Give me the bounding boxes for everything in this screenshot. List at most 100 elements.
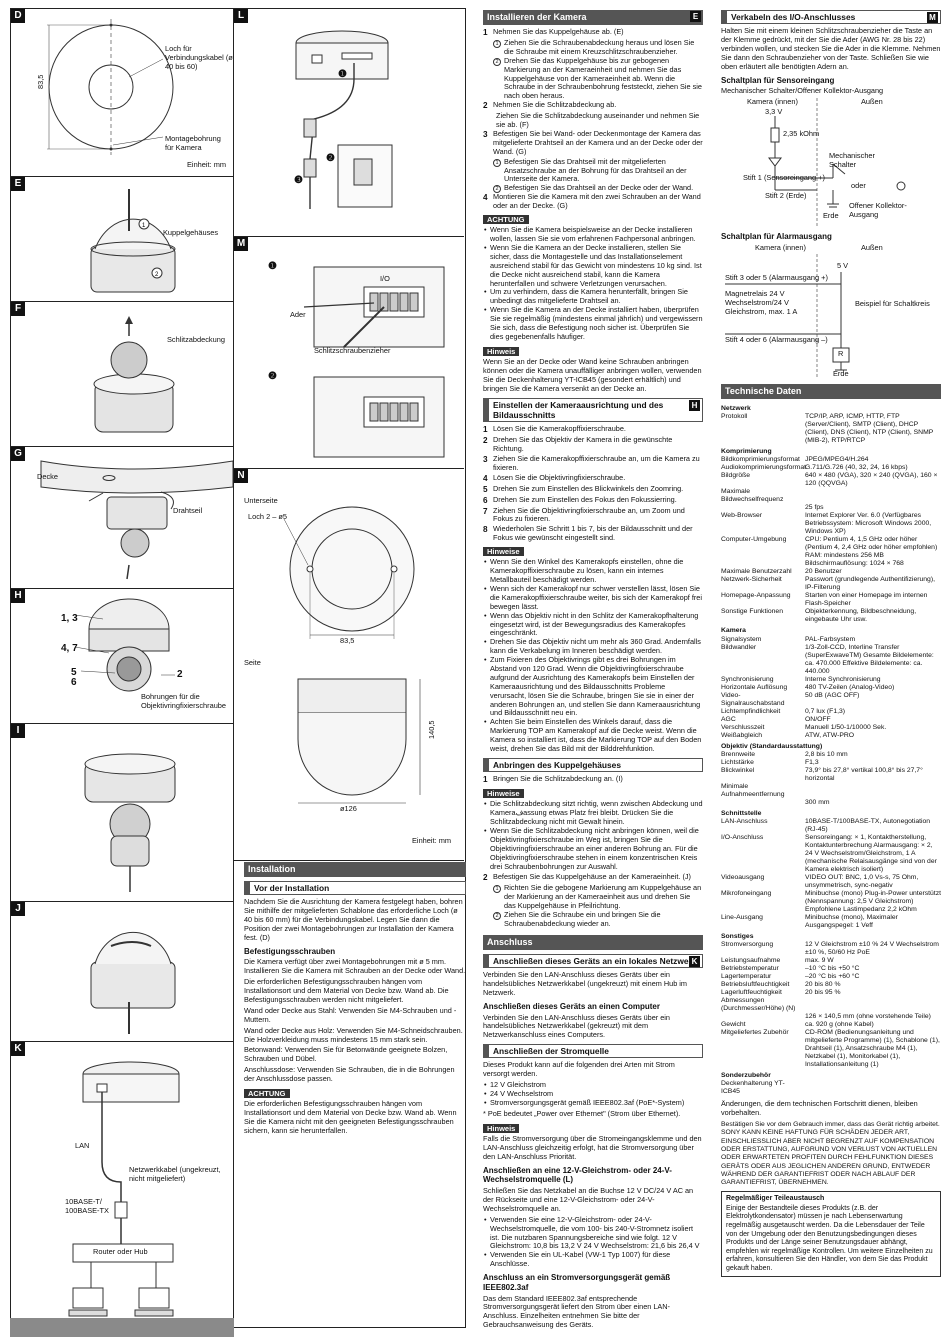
spec-value: Starten von einer Homepage im internen F… bbox=[805, 592, 928, 608]
note-item: Zum Fixieren des Objektivrings gibt es d… bbox=[483, 655, 703, 718]
spec-value: PAL-Farbsystem bbox=[805, 635, 856, 643]
spec-label: Betriebsluftfeuchtigkeit bbox=[721, 981, 790, 989]
spec-value: Manuell 1/50-1/10000 Sek. bbox=[805, 723, 887, 731]
spec-value: 640 × 480 (VGA), 320 × 240 (QVGA), 160 ×… bbox=[805, 472, 938, 488]
substep-text: Befestigen Sie das Drahtseil an der Deck… bbox=[504, 183, 694, 193]
spec-value: 20 Benutzer bbox=[805, 568, 842, 576]
spec-value: Minibuchse (mono) Plug-in-Power unterstü… bbox=[805, 889, 941, 914]
step-ref-4-7: 4, 7 bbox=[61, 643, 78, 654]
lan-heading: Anschließen dieses Geräts an ein lokales… bbox=[483, 953, 703, 969]
figure-label: M bbox=[234, 237, 248, 251]
sensor-circuit-heading: Schaltplan für Sensoreingang bbox=[721, 75, 835, 85]
attach-dome-heading: Anbringen des Kuppelgehäuses bbox=[483, 757, 703, 773]
figure-i: I bbox=[11, 724, 233, 902]
dc-ac-list: Verwenden Sie eine 12-V-Gleichstrom- ode… bbox=[483, 1215, 703, 1269]
open-collector-label: Offener Kollektor-Ausgang bbox=[849, 201, 907, 220]
adjust-notes-list: Wenn Sie den Winkel des Kamerakopfs eins… bbox=[483, 557, 703, 754]
spec-label: Web-Browser bbox=[721, 512, 763, 520]
router-label: Router oder Hub bbox=[93, 1247, 148, 1256]
figure-e: E 1 2 Kuppelgehäuses bbox=[11, 177, 233, 302]
resistor-label: R bbox=[838, 349, 844, 359]
step-ref-1-3: 1, 3 bbox=[61, 613, 78, 624]
spec-value: 73,9° bis 27,8° vertikal 100,8° bis 27,7… bbox=[805, 766, 923, 782]
alarm-circuit-heading: Schaltplan für Alarmausgang bbox=[721, 232, 832, 242]
spec-value: max. 9 W bbox=[805, 957, 834, 965]
figure-label: N bbox=[234, 469, 248, 483]
caution-item: Wenn Sie die Kamera beispielsweise an de… bbox=[483, 225, 703, 244]
spec-group-heading: Komprimierung bbox=[721, 448, 772, 456]
spec-value: ATW, ATW-PRO bbox=[805, 731, 855, 739]
network-cable-label: Netzwerkkabel (ungekreuzt, nicht mitgeli… bbox=[129, 1165, 221, 1183]
figure-label: H bbox=[11, 589, 25, 603]
step-text: Nehmen Sie die Schlitzabdeckung ab. bbox=[493, 100, 617, 110]
pin1-label: Stift 1 (Sensoreingang +) bbox=[743, 173, 825, 183]
notes-callout-2: Hinweise bbox=[483, 789, 524, 799]
figure-label: F bbox=[11, 302, 25, 316]
power-heading: Anschließen der Stromquelle bbox=[483, 1044, 703, 1059]
note-item: Wenn das Objektiv nicht in den Schlitz d… bbox=[483, 611, 703, 639]
spec-label: Horizontale Auflösung bbox=[721, 683, 788, 691]
caution-item: Wenn Sie die Kamera an der Decke install… bbox=[483, 305, 703, 342]
spec-value: 20 bis 80 % bbox=[805, 981, 841, 989]
spec-value bbox=[805, 1080, 941, 1096]
box-title: Regelmäßiger Teileaustausch bbox=[726, 1195, 825, 1203]
spec-label: Bildkomprimierungsformat bbox=[721, 456, 800, 464]
spec-value: 10BASE-T/100BASE-TX, Autonegotiation (RJ… bbox=[805, 817, 931, 833]
figures-left: D Loch für Verbindungskabel (ø 40 bis 60… bbox=[10, 8, 234, 1328]
spec-label: Lagerluftfeuchtigkeit bbox=[721, 989, 782, 997]
step-text: Montieren Sie die Kamera mit den zwei Sc… bbox=[493, 192, 701, 211]
substep-text: Ziehen Sie die Schraube ein und bringen … bbox=[504, 910, 661, 928]
bottom-label: Unterseite bbox=[244, 496, 278, 505]
spec-value: 480 TV-Zeilen (Analog-Video) bbox=[805, 683, 895, 691]
computer-heading: Anschließen dieses Geräts an einen Compu… bbox=[483, 1001, 660, 1011]
relay-label: Magnetrelais 24 V Wechselstrom/24 V Glei… bbox=[725, 289, 798, 316]
spec-value: 2,8 bis 10 mm bbox=[805, 750, 848, 758]
heading-text: Anschließen dieses Geräts an ein lokales… bbox=[493, 955, 697, 966]
figure-k: K LAN Netzwerkkabel (ungekreuzt, nicht m… bbox=[11, 1042, 233, 1329]
substep-text: Richten Sie die gebogene Markierung am K… bbox=[504, 883, 702, 911]
figure-label: I bbox=[11, 724, 25, 738]
pin2-label: Stift 2 (Erde) bbox=[765, 191, 807, 201]
figure-tag: M bbox=[927, 12, 938, 23]
spec-value: Objekterkennung, Bildbeschneidung, einge… bbox=[805, 608, 917, 624]
spec-label: Deckenhalterung YT-ICB45 bbox=[721, 1080, 785, 1096]
power-options-list: 12 V Gleichstrom24 V WechselstromStromve… bbox=[483, 1080, 703, 1108]
substep-2a: Ziehen Sie die Schlitzabdeckung auseinan… bbox=[493, 111, 703, 130]
svg-text:2: 2 bbox=[155, 272, 159, 278]
figure-g: G Decke Drahtseil bbox=[11, 447, 233, 589]
spec-label: Mitgeliefertes Zubehör bbox=[721, 1029, 789, 1037]
marker-2: ❷ bbox=[268, 371, 277, 382]
spec-label: Video-Signalrauschabstand bbox=[721, 691, 785, 707]
footer-bar bbox=[10, 1318, 234, 1337]
io-label: I/O bbox=[380, 274, 390, 283]
note-callout: Hinweis bbox=[483, 346, 520, 356]
figures-middle: L ❶ ❷ ❸ M ❶ Ader Schlitzschraubenzieher … bbox=[234, 8, 466, 1328]
spec-label bbox=[721, 1013, 803, 1021]
power-option: 24 V Wechselstrom bbox=[483, 1089, 703, 1099]
note-text: Wenn Sie an der Decke oder Wand keine Sc… bbox=[483, 356, 702, 393]
spec-label: Weißabgleich bbox=[721, 731, 763, 739]
spec-label: Lichtstärke bbox=[721, 758, 754, 766]
ground-label: Erde bbox=[823, 211, 839, 221]
spec-value: TCP/IP, ARP, ICMP, HTTP, FTP (Server/Cli… bbox=[805, 413, 934, 445]
substep-text: Ziehen Sie die Schraubenabdeckung heraus… bbox=[504, 37, 695, 56]
power-option: Stromversorgungsgerät gemäß IEEE802.3af … bbox=[483, 1098, 703, 1108]
dome-label: Kuppelgehäuses bbox=[163, 228, 219, 237]
figure-f: F Schlitzabdeckung bbox=[11, 302, 233, 447]
step-text: Befestigen Sie bei Wand- oder Deckenmont… bbox=[493, 128, 703, 156]
spec-value: VIDEO OUT: BNC, 1,0 Vs-s, 75 Ohm, unsymm… bbox=[805, 873, 919, 889]
spec-value: ca. 920 g (ohne Kabel) bbox=[805, 1021, 874, 1029]
step-text: Nehmen Sie das Kuppelgehäuse ab. (E) bbox=[493, 26, 624, 36]
caution-item: Wenn Sie die Kamera an der Decke install… bbox=[483, 243, 703, 288]
spec-label: Minimale Aufnahmeentfernung bbox=[721, 782, 785, 798]
